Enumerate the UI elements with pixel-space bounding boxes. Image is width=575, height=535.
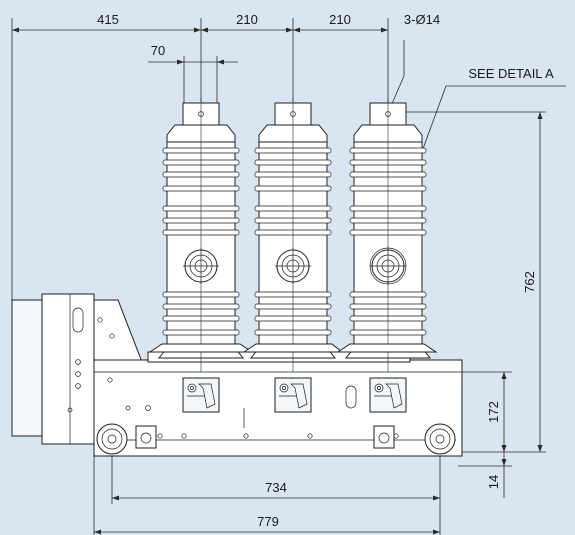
pole-middle (250, 97, 336, 373)
pole-left (158, 97, 244, 373)
dim-210-left-label: 210 (236, 12, 258, 27)
detail-a-reference: SEE DETAIL A (468, 66, 554, 81)
pole-right (345, 97, 431, 373)
dim-210-right-label: 210 (329, 12, 351, 27)
dim-734-label: 734 (265, 480, 287, 495)
hole-spec-label: 3-Ø14 (404, 12, 440, 27)
lever-right (369, 377, 407, 413)
wheel-right (424, 423, 456, 455)
operating-mechanism (11, 293, 143, 445)
mounting-brackets (135, 425, 395, 449)
dim-779-label: 779 (257, 514, 279, 529)
dim-14-label: 14 (486, 475, 501, 489)
lever-left (182, 377, 220, 413)
lever-middle (274, 377, 312, 413)
dim-70-label: 70 (151, 43, 165, 58)
detail-a-terminal (369, 247, 407, 285)
pole-bases (148, 343, 438, 353)
dim-415-label: 415 (97, 12, 119, 27)
dim-172-label: 172 (486, 401, 501, 423)
wheel-left (96, 423, 128, 455)
dim-762-label: 762 (522, 271, 537, 293)
